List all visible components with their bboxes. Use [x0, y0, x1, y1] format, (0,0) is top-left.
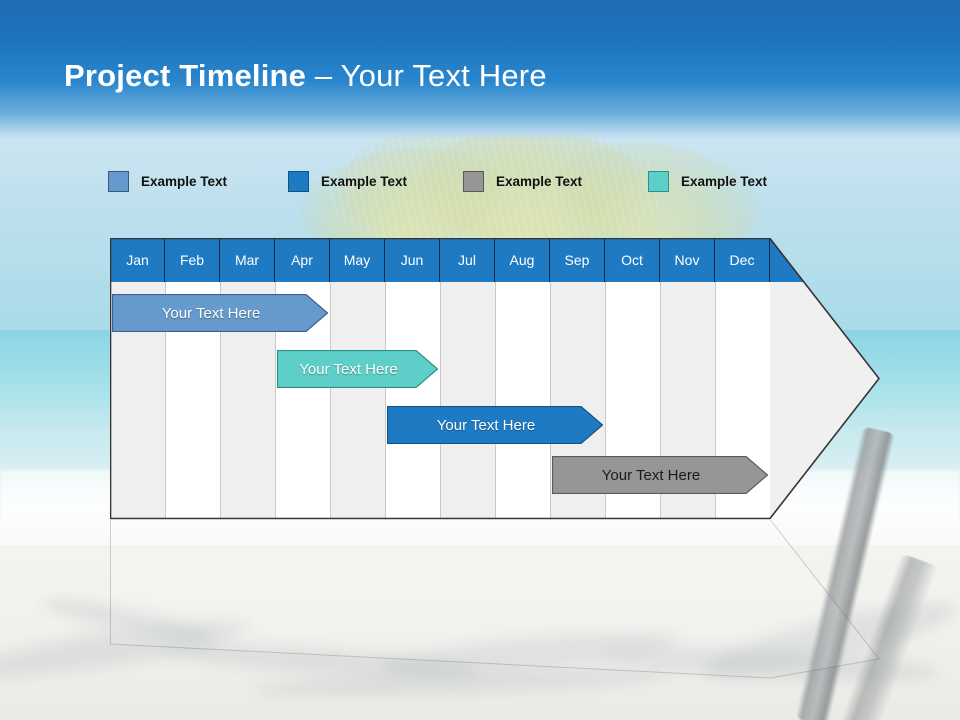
timeline-column-separator: [550, 282, 551, 519]
legend: Example Text Example Text Example Text Exam…: [108, 167, 828, 197]
timeline-bar-label: Your Text Here: [601, 466, 701, 484]
month-header-oct[interactable]: Oct: [605, 238, 660, 282]
timeline-bar[interactable]: Your Text Here: [276, 349, 439, 389]
month-header-label: Dec: [729, 252, 755, 268]
page-title-separator: –: [306, 58, 341, 93]
month-header-label: Jan: [126, 252, 149, 268]
palm-frond-texture: [330, 122, 660, 252]
timeline-bar-arrow-shape: [386, 405, 604, 445]
month-header-label: Jul: [458, 252, 476, 268]
month-header-label: Aug: [509, 252, 535, 268]
month-header-sep[interactable]: Sep: [550, 238, 605, 282]
month-header-label: Jun: [400, 252, 424, 268]
background-sand: [0, 545, 960, 720]
month-header-nov[interactable]: Nov: [660, 238, 715, 282]
month-header-apr[interactable]: Apr: [275, 238, 330, 282]
timeline-column-separator: [440, 282, 441, 519]
month-header-label: Nov: [674, 252, 700, 268]
legend-swatch-steel-blue: [108, 170, 129, 192]
legend-item: Example Text: [463, 167, 582, 195]
legend-item-label: Example Text: [496, 173, 583, 189]
month-header-label: Sep: [564, 252, 590, 268]
legend-swatch-gray: [463, 170, 484, 192]
month-header-jul[interactable]: Jul: [440, 238, 495, 282]
timeline-bar-arrow-shape: [276, 349, 439, 389]
timeline-bar-label: Your Text Here: [299, 360, 398, 378]
legend-item: Example Text: [648, 167, 767, 195]
month-header-jun[interactable]: Jun: [385, 238, 440, 282]
timeline-bar-arrow-shape: [111, 293, 329, 333]
month-header-aug[interactable]: Aug: [495, 238, 550, 282]
month-header-mar[interactable]: Mar: [220, 238, 275, 282]
timeline-bar-label: Your Text Here: [436, 416, 536, 434]
legend-item: Example Text: [108, 167, 227, 195]
legend-swatch-blue: [288, 170, 309, 192]
month-header-label: Mar: [234, 252, 260, 268]
page-title-strong: Project Timeline: [64, 58, 307, 93]
legend-swatch-turquoise: [648, 170, 669, 192]
month-header-label: Oct: [621, 252, 643, 268]
legend-item-label: Example Text: [321, 173, 408, 189]
timeline-bar-label: Your Text Here: [161, 304, 261, 322]
timeline-column-separator: [495, 282, 496, 519]
timeline-bar[interactable]: Your Text Here: [111, 293, 329, 333]
month-header-jan[interactable]: Jan: [110, 238, 165, 282]
month-header-label: May: [343, 252, 371, 268]
timeline-bar[interactable]: Your Text Here: [386, 405, 604, 445]
page-title-rest: Your Text Here: [340, 58, 547, 93]
timeline-column-separator: [385, 282, 386, 519]
title-banner: [0, 0, 960, 140]
month-header-may[interactable]: May: [330, 238, 385, 282]
legend-item-label: Example Text: [141, 173, 228, 189]
legend-item: Example Text: [288, 167, 407, 195]
timeline-column-separator: [330, 282, 331, 519]
month-header-label: Feb: [179, 252, 205, 268]
page-title: Project Timeline – Your Text Here: [64, 58, 547, 94]
month-header-feb[interactable]: Feb: [165, 238, 220, 282]
month-header-label: Apr: [291, 252, 313, 268]
timeline-bar[interactable]: Your Text Here: [551, 455, 769, 495]
legend-item-label: Example Text: [681, 173, 768, 189]
month-header-dec[interactable]: Dec: [715, 238, 770, 282]
timeline-bar-arrow-shape: [551, 455, 769, 495]
